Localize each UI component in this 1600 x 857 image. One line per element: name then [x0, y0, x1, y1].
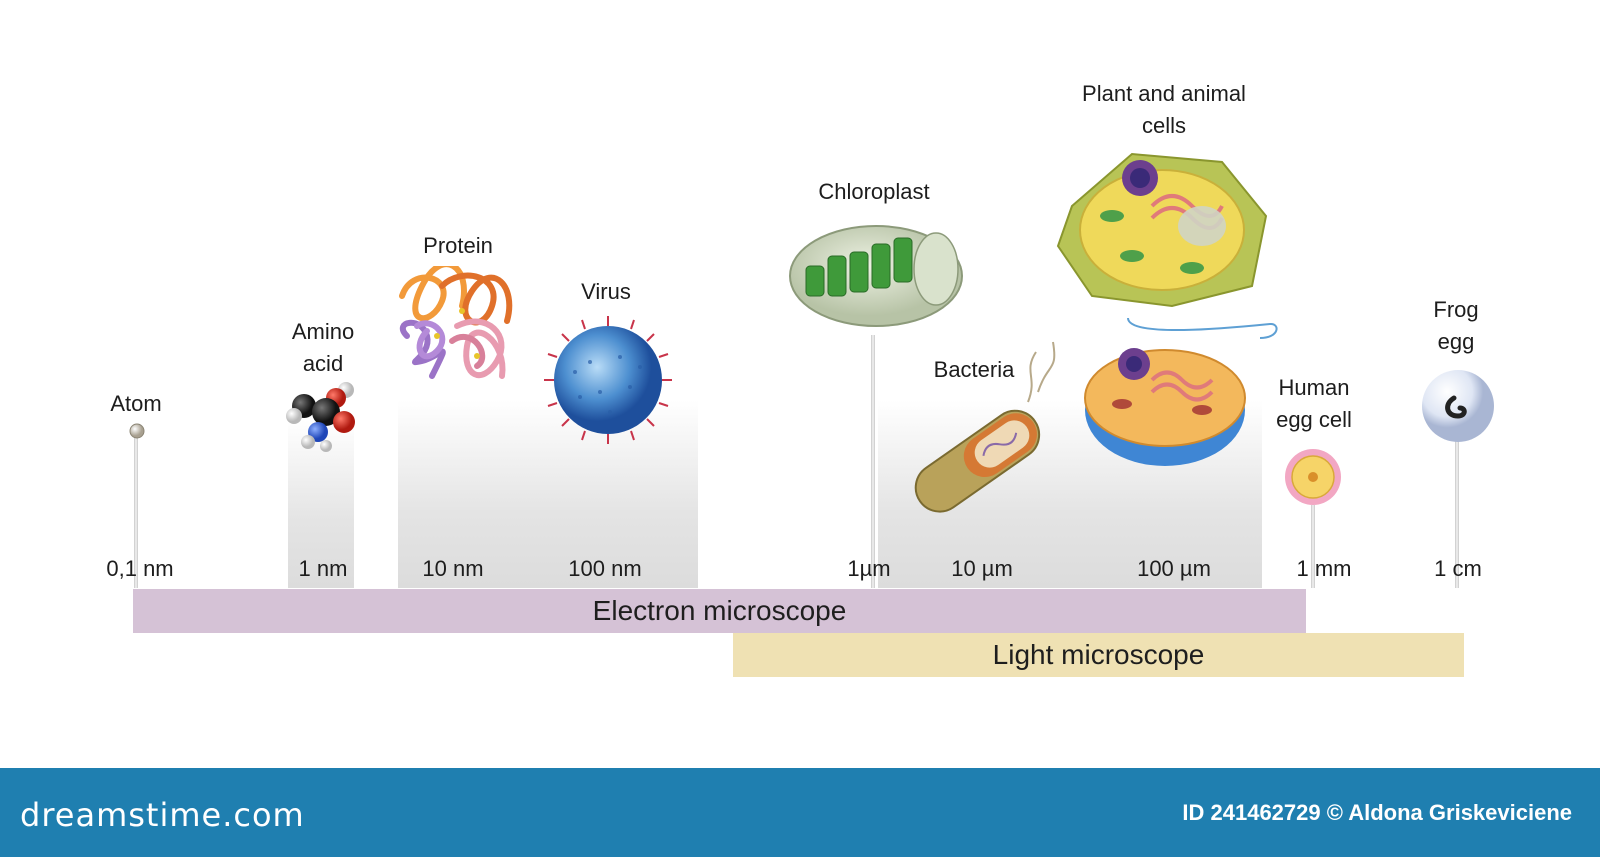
scale-1nm: 1 nm — [299, 556, 348, 582]
atom-illustration — [128, 422, 146, 440]
scale-100nm: 100 nm — [568, 556, 641, 582]
label-virus: Virus — [581, 276, 631, 308]
label-bacteria: Bacteria — [934, 354, 1015, 386]
plant-cell-illustration — [1052, 146, 1274, 312]
footer-logo[interactable]: dreamstime.com — [20, 796, 305, 834]
diagram: Atom Amino acid Protein Virus Chloroplas… — [0, 0, 1600, 768]
frog-egg-illustration — [1420, 368, 1496, 444]
electron-microscope-range: Electron microscope — [133, 589, 1306, 633]
scale-0-1nm: 0,1 nm — [106, 556, 173, 582]
human-egg-cell-illustration — [1280, 446, 1346, 508]
scale-1cm: 1 cm — [1434, 556, 1482, 582]
amino-acid-illustration — [286, 380, 364, 454]
label-plant-animal-cells: Plant and animal cells — [1082, 78, 1246, 142]
label-human-egg-cell: Human egg cell — [1276, 372, 1352, 436]
label-protein: Protein — [423, 230, 493, 262]
scale-100um: 100 µm — [1137, 556, 1211, 582]
chloroplast-stick — [871, 335, 875, 588]
animal-cell-illustration — [1082, 340, 1248, 470]
light-microscope-range: Light microscope — [733, 633, 1464, 677]
label-frog-egg: Frog egg — [1433, 294, 1478, 358]
footer-banner: dreamstime.com ID 241462729 © Aldona Gri… — [0, 768, 1600, 857]
footer-credit: ID 241462729 © Aldona Griskeviciene — [1182, 800, 1572, 826]
label-amino-acid: Amino acid — [292, 316, 354, 380]
scale-1mm: 1 mm — [1297, 556, 1352, 582]
protein-illustration — [392, 266, 520, 384]
label-atom: Atom — [110, 388, 161, 420]
virus-illustration — [540, 312, 676, 448]
chloroplast-illustration — [786, 214, 966, 332]
scale-10nm: 10 nm — [422, 556, 483, 582]
scale-1um: 1µm — [847, 556, 890, 582]
label-chloroplast: Chloroplast — [818, 176, 929, 208]
scale-10um: 10 µm — [951, 556, 1013, 582]
